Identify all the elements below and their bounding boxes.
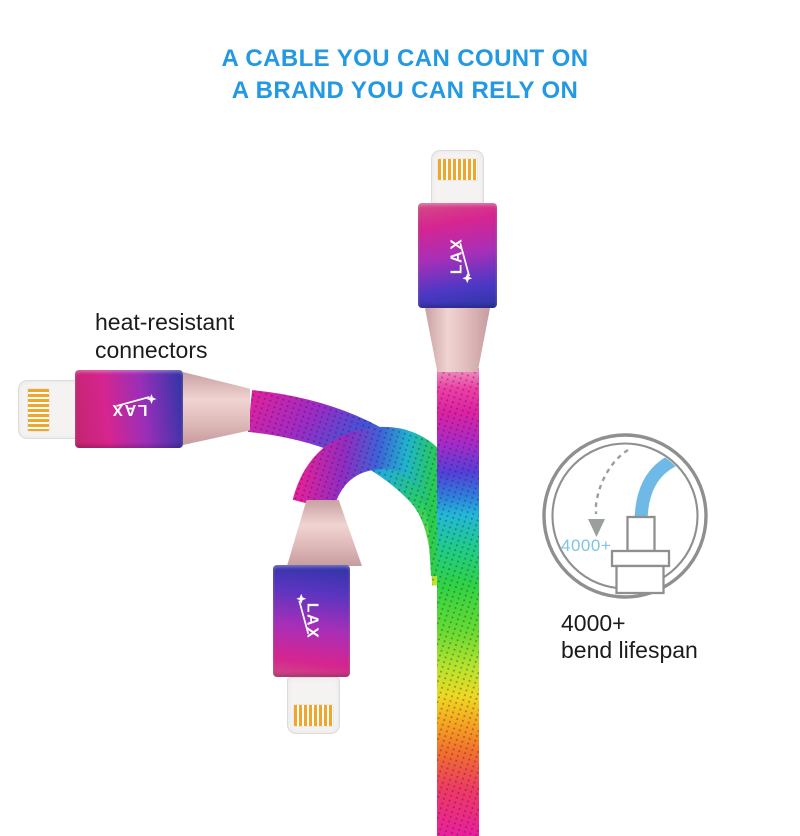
connector-outline-icon	[610, 515, 671, 595]
heat-resistant-line2: connectors	[95, 337, 208, 363]
lightning-tip-middle	[287, 677, 340, 734]
connector-body-left: LAX	[75, 370, 183, 448]
bend-motion-arc	[594, 448, 629, 514]
lightning-tip-top	[431, 150, 484, 205]
connector-body-top: LAX	[418, 203, 497, 308]
diagram-outer-ring	[542, 433, 708, 599]
strain-relief-top	[425, 308, 490, 372]
heat-resistant-label: heat-resistant connectors	[95, 308, 234, 364]
strain-relief-left	[183, 372, 250, 445]
headline-line2: A BRAND YOU CAN RELY ON	[231, 77, 579, 104]
bend-lifespan-label: 4000+ bend lifespan	[561, 610, 698, 664]
heat-resistant-line1: heat-resistant	[95, 309, 235, 335]
bend-lifespan-line2: bend lifespan	[561, 637, 698, 663]
connector-left: LAX	[15, 368, 255, 458]
lax-logo: LAX	[296, 593, 321, 639]
lightning-pins-icon	[293, 704, 334, 727]
lax-logo: LAX	[449, 237, 473, 283]
connector-middle: LAX	[273, 497, 363, 737]
lax-swoosh-icon	[116, 394, 157, 407]
lightning-pins-icon	[437, 158, 478, 181]
lightning-pins-icon	[27, 388, 50, 432]
bend-count-badge: 4000+	[561, 536, 612, 555]
lax-swoosh-icon	[296, 593, 310, 634]
connector-body-middle: LAX	[273, 565, 350, 677]
connector-top: LAX	[418, 148, 498, 378]
bend-lifespan-line1: 4000+	[561, 610, 626, 636]
lax-logo: LAX	[111, 394, 157, 418]
lax-swoosh-icon	[459, 242, 473, 283]
headline-line1: A CABLE YOU CAN COUNT ON	[221, 45, 589, 72]
lightning-tip-left	[18, 380, 81, 439]
strain-relief-middle	[287, 500, 362, 566]
bend-arrow-icon	[588, 519, 605, 537]
headline: A CABLE YOU CAN COUNT ON A BRAND YOU CAN…	[0, 43, 800, 107]
bend-test-diagram	[542, 433, 708, 599]
